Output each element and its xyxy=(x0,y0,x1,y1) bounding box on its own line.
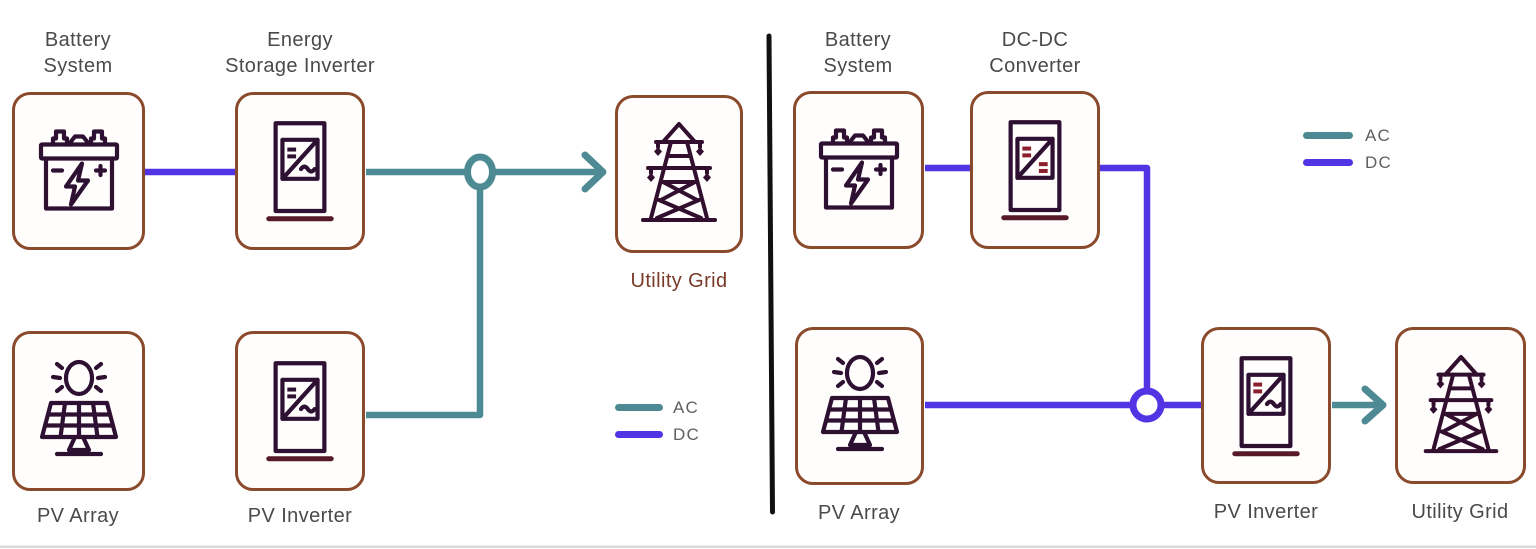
pv-inverter-label-left: PV Inverter xyxy=(247,505,353,527)
legend-dc-swatch-left xyxy=(615,431,663,438)
dcdc-converter-icon xyxy=(996,117,1074,223)
dc-line-converter-to-junction-right xyxy=(1100,164,1151,390)
utility-grid-label-right: Utility Grid xyxy=(1411,501,1509,523)
ac-line-pv-inverter-to-junction-left xyxy=(366,186,484,419)
pv-array-label-right: PV Array xyxy=(817,502,901,524)
legend-ac-swatch-left xyxy=(615,404,663,411)
battery-system-box-left xyxy=(12,92,145,250)
dcdc-converter-box-right xyxy=(970,91,1100,249)
battery-system-box-right xyxy=(793,91,924,249)
legend-ac-swatch-right xyxy=(1303,132,1353,139)
pv-array-label-left: PV Array xyxy=(36,505,120,527)
utility-grid-box-left xyxy=(615,95,743,253)
pv-array-box-left xyxy=(12,331,145,491)
transmission-tower-icon xyxy=(629,118,729,230)
legend-ac-label-right: AC xyxy=(1365,126,1392,145)
ac-arrowhead-right xyxy=(1361,385,1387,425)
inverter-icon xyxy=(1227,353,1305,459)
battery-system-label-left: Battery System xyxy=(43,29,113,78)
battery-icon xyxy=(809,123,909,218)
pv-inverter-box-left xyxy=(235,331,365,491)
dcdc-converter-label-right: DC-DC Converter xyxy=(989,29,1081,78)
legend-ac-label-left: AC xyxy=(673,398,700,417)
solar-panel-icon xyxy=(810,352,910,460)
battery-system-label-right: Battery System xyxy=(823,29,893,78)
bottom-rule xyxy=(0,545,1536,548)
solar-panel-icon xyxy=(29,357,129,465)
inverter-icon xyxy=(261,118,339,224)
energy-storage-inverter-box-left xyxy=(235,92,365,250)
legend-dc-label-left: DC xyxy=(673,425,700,444)
transmission-tower-icon xyxy=(1412,351,1510,461)
pv-array-box-right xyxy=(795,327,924,485)
pv-inverter-box-right xyxy=(1201,327,1331,484)
ac-junction-circle-left xyxy=(464,153,496,191)
legend-dc-swatch-right xyxy=(1303,159,1353,166)
ac-arrowhead-left xyxy=(581,151,607,193)
inverter-icon xyxy=(261,358,339,464)
battery-icon xyxy=(29,124,129,219)
storage-inverter-label-left: Energy Storage Inverter xyxy=(225,29,375,78)
utility-grid-box-right xyxy=(1395,327,1526,484)
utility-grid-label-left: Utility Grid xyxy=(630,270,728,292)
legend-dc-label-right: DC xyxy=(1365,153,1392,172)
panel-divider xyxy=(766,33,775,515)
pv-inverter-label-right: PV Inverter xyxy=(1213,501,1319,523)
dc-junction-circle-right xyxy=(1129,387,1165,423)
